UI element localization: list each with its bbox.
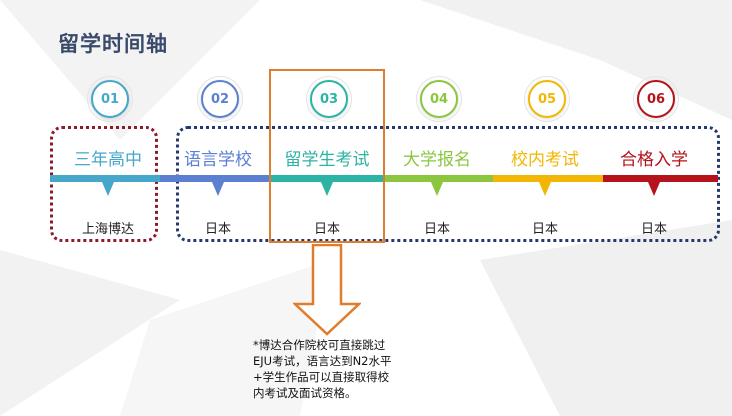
eju-highlight-box — [269, 69, 385, 243]
timeline-segment-1 — [50, 175, 160, 182]
step-number-6: 06 — [633, 76, 679, 122]
highschool-group-box — [50, 126, 158, 242]
timeline-segment-4 — [383, 175, 493, 182]
step-label-5: 校内考试 — [511, 150, 579, 170]
footnote-line-2: EJU考试，语言达到N2水平 — [253, 354, 392, 368]
step-number-2: 02 — [197, 76, 243, 122]
page-title: 留学时间轴 — [58, 32, 168, 56]
timeline-segment-2 — [160, 175, 270, 182]
step-location-3: 日本 — [313, 222, 340, 237]
timeline-segment-3 — [270, 175, 383, 182]
timeline-segment-5 — [493, 175, 603, 182]
pointer-3 — [321, 182, 333, 196]
timeline-segment-6 — [603, 175, 718, 182]
pointer-2 — [212, 182, 224, 196]
step-number-5: 05 — [524, 76, 570, 122]
step-label-2: 语言学校 — [184, 150, 252, 170]
down-arrow-icon — [293, 244, 361, 336]
step-location-4: 日本 — [423, 222, 450, 237]
step-location-1: 上海博达 — [81, 222, 134, 237]
step-label-1: 三年高中 — [74, 150, 142, 170]
pointer-4 — [431, 182, 443, 196]
step-number-3: 03 — [306, 76, 352, 122]
footnote-line-3: +学生作品可以直接取得校 — [253, 370, 390, 384]
pointer-6 — [648, 182, 660, 196]
step-number-4: 04 — [416, 76, 462, 122]
pointer-1 — [102, 182, 114, 196]
step-location-5: 日本 — [531, 222, 558, 237]
step-label-6: 合格入学 — [620, 150, 688, 170]
pointer-5 — [539, 182, 551, 196]
step-label-3: 留学生考试 — [284, 150, 370, 170]
footnote-line-4: 内考试及面试资格。 — [253, 386, 357, 400]
japan-group-box — [176, 126, 720, 242]
step-number-1: 01 — [87, 76, 133, 122]
footnote-line-1: *博达合作院校可直接跳过 — [253, 338, 386, 352]
step-label-4: 大学报名 — [403, 150, 471, 170]
footnote: *博达合作院校可直接跳过 EJU考试，语言达到N2水平 +学生作品可以直接取得校… — [253, 337, 453, 401]
step-location-6: 日本 — [640, 222, 667, 237]
step-location-2: 日本 — [204, 222, 231, 237]
